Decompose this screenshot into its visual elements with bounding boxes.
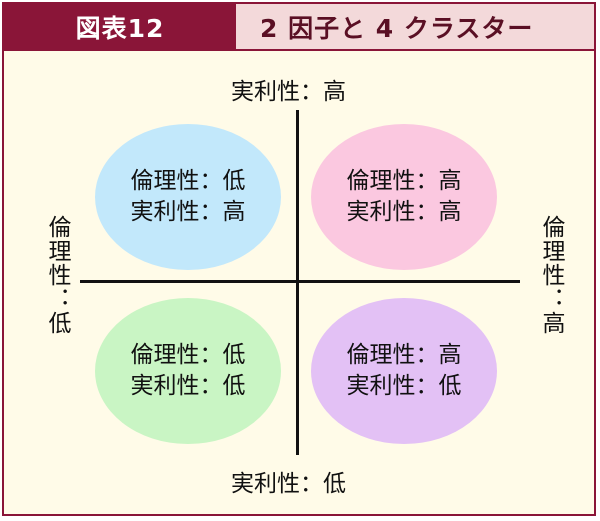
cluster-line-ethics: 倫理性：高 [346, 342, 462, 368]
figure-header: 図表12 2 因子と 4 クラスター [4, 4, 594, 51]
cluster-line-utility: 実利性：低 [346, 373, 462, 399]
vertical-axis [296, 110, 299, 455]
cluster-ethics-high-utility-low: 倫理性：高 実利性：低 [311, 298, 497, 444]
cluster-line-ethics: 倫理性：低 [130, 168, 246, 194]
figure-label: 図表12 [4, 4, 236, 49]
cluster-line-utility: 実利性：高 [130, 199, 246, 225]
cluster-line-utility: 実利性：低 [130, 373, 246, 399]
cluster-ethics-high-utility-high: 倫理性：高 実利性：高 [311, 124, 497, 270]
cluster-ethics-low-utility-high: 倫理性：低 実利性：高 [95, 124, 281, 270]
axis-label-left: 倫理性：低 [44, 215, 70, 335]
figure-frame: 図表12 2 因子と 4 クラスター [2, 2, 596, 516]
cluster-line-ethics: 倫理性：低 [130, 342, 246, 368]
axis-label-bottom: 実利性：低 [231, 471, 346, 497]
figure-title: 2 因子と 4 クラスター [260, 13, 534, 43]
horizontal-axis [80, 280, 520, 283]
cluster-ethics-low-utility-low: 倫理性：低 実利性：低 [95, 298, 281, 444]
axis-label-right: 倫理性：高 [538, 215, 564, 335]
cluster-line-utility: 実利性：高 [346, 199, 462, 225]
cluster-line-ethics: 倫理性：高 [346, 168, 462, 194]
axis-label-top: 実利性：高 [231, 79, 346, 105]
